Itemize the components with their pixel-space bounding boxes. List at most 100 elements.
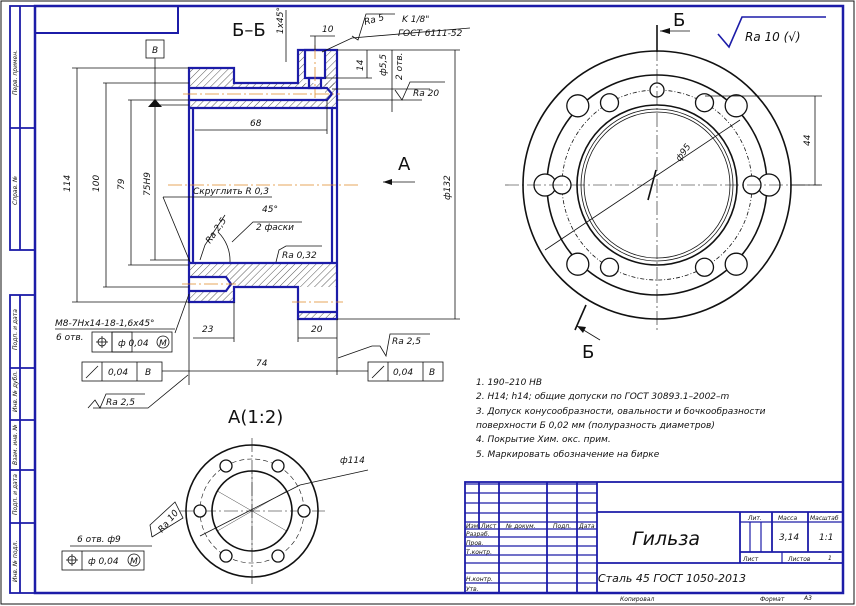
chamfers-2: 2 фаски [256, 223, 294, 233]
inner-annotations [162, 196, 322, 263]
lit-label: Лит. [747, 515, 762, 522]
lug [566, 252, 590, 276]
technical-notes: 1. 190–210 HB 2. H14; h14; общие допуски… [476, 378, 766, 460]
mmc-circle-icon [156, 335, 170, 349]
section-title: Б–Б [232, 20, 266, 41]
side-strip [9, 5, 36, 594]
runout-icon [85, 365, 99, 379]
dim-chamfer-top: 1x45° [276, 7, 286, 34]
mmc-letter: M [130, 557, 138, 567]
thread-k: K 1/8" [402, 15, 429, 25]
format-label: Формат [760, 596, 785, 603]
runout-frame-right: 0,04 В [367, 361, 444, 382]
cut-letter-bottom: Б [582, 342, 594, 363]
runout-value: 0,04 [108, 368, 128, 378]
bolt-hole [219, 549, 233, 563]
pos-tol-value: ф 0,04 [118, 339, 149, 349]
mass-value: 3,14 [779, 533, 799, 543]
note: 2. H14; h14; общие допуски по ГОСТ 30893… [476, 392, 730, 402]
bolt-hole [694, 257, 715, 277]
note: 3. Допуск конусообразности, овальности и… [476, 407, 766, 417]
angle-45: 45° [262, 205, 278, 215]
general-roughness: Ra 10 (√) [745, 30, 801, 44]
lug [724, 94, 748, 118]
thread-m8: M8-7Hx14-18-1,6x45° [55, 319, 155, 329]
scale-label: Масштаб [810, 515, 839, 522]
bolt-hole [297, 504, 311, 518]
left-dimensions [72, 58, 189, 303]
dim-79: 79 [117, 178, 127, 190]
runout-datum: В [429, 368, 435, 378]
dim-14: 14 [356, 59, 366, 71]
bottom-dimensions [55, 293, 430, 409]
pos-tol-value: ф 0,04 [88, 557, 119, 567]
dim-10: 10 [322, 25, 334, 35]
dim-74: 74 [256, 359, 268, 369]
part-name: Гильза [632, 528, 700, 550]
dim-75h9: 75H9 [143, 172, 153, 196]
runout-icon [371, 365, 385, 379]
note: 4. Покрытие Хим. окс. прим. [476, 435, 611, 445]
center-ray [217, 490, 253, 512]
section-view [168, 45, 358, 321]
role-checker: Пров. [466, 540, 484, 547]
role-tcontrol: Т.контр. [466, 549, 492, 556]
roughness-ra25-right: Ra 2,5 [392, 337, 421, 347]
dim-d132: ф132 [443, 175, 453, 200]
sheets-label: Листов [787, 556, 811, 563]
lug [724, 252, 748, 276]
general-roughness-sign [717, 16, 826, 49]
dim-100: 100 [92, 175, 102, 192]
strip-label: Инв. № дубл. [12, 371, 19, 412]
bolt-hole [599, 93, 620, 113]
strip-label: Справ. № [12, 176, 19, 205]
dim-114: 114 [63, 175, 73, 192]
title-block-text: Изм. Лист № докум. Подп. Дата Разраб. Пр… [466, 515, 839, 603]
sheets-value: 1 [828, 555, 832, 562]
fillet-note: Скруглить R 0,3 [193, 187, 269, 197]
sheet-label: Лист [742, 556, 759, 563]
roughness-sign [149, 501, 184, 538]
note: 1. 190–210 HB [476, 378, 542, 388]
end-view [505, 25, 822, 341]
header-doc: № докум. [505, 523, 536, 530]
datum-letter: В [152, 46, 158, 56]
runout-datum: В [145, 368, 151, 378]
scale-value: 1:1 [819, 533, 833, 543]
material: Сталь 45 ГОСТ 1050-2013 [598, 572, 746, 585]
side-strip-labels: Перв. примен. Справ. № Подп. и дата Инв.… [12, 50, 19, 582]
cut-letter-top: Б [673, 10, 685, 31]
dim-44: 44 [803, 134, 813, 146]
note: 5. Маркировать обозначение на бирке [476, 450, 660, 460]
holes-spec: 6 отв. ф9 [77, 535, 121, 545]
strip-label: Взам. инв. № [12, 424, 19, 465]
mmc-circle-icon [127, 553, 141, 567]
header-izm: Изм. [466, 523, 480, 530]
format-value: A3 [803, 595, 812, 602]
mmc-letter: M [159, 339, 167, 349]
top-dimensions [195, 10, 471, 320]
bolt-hole [193, 504, 207, 518]
view-a [180, 438, 369, 584]
strip-label: Подп. и дата [12, 309, 19, 350]
dim-d114: ф114 [340, 456, 365, 466]
datum-box [145, 39, 165, 59]
arrow-head [383, 179, 392, 185]
header-sign: Подп. [553, 523, 571, 530]
strip-label: Перв. примен. [12, 50, 19, 95]
role-approved: Утв. [466, 586, 479, 593]
bolt-hole [599, 257, 620, 277]
view-arrow-a-label: A [398, 154, 411, 175]
thread-gost: ГОСТ 6111-52 [398, 29, 463, 39]
datum-triangle [148, 99, 162, 107]
header-date: Дата [578, 523, 595, 530]
dim-d55: ф5,5 [379, 54, 389, 76]
bolt-hole [219, 459, 233, 473]
center-ray [217, 510, 253, 532]
role-developer: Разраб. [466, 531, 490, 538]
position-tolerance-frame: ф 0,04 M [91, 331, 173, 353]
lug [566, 94, 590, 118]
strip-label: Инв. № подл. [12, 541, 19, 582]
dim-23: 23 [202, 325, 214, 335]
